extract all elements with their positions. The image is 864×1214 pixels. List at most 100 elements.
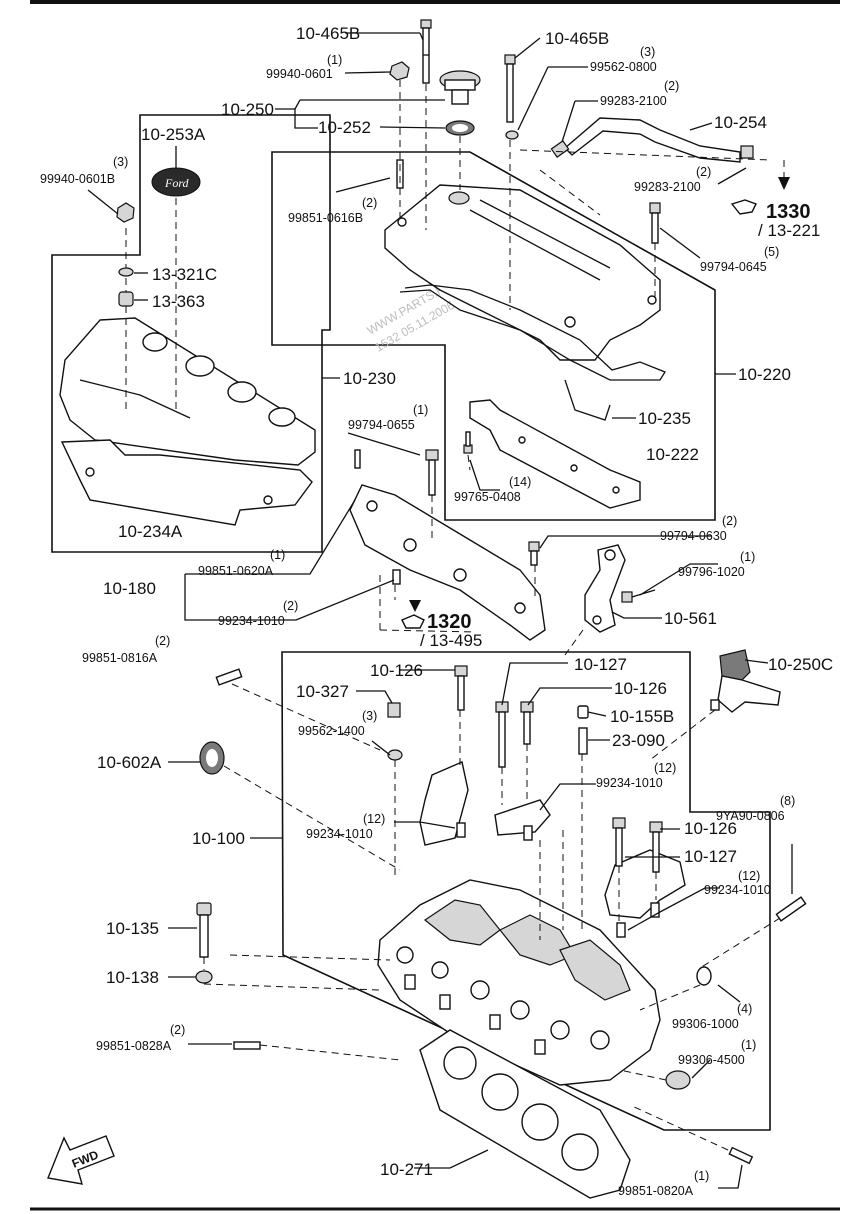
bolt-99796-1020 [621,589,656,603]
label-10-135: 10-135 [106,919,159,938]
nut-99940-0601B [116,202,135,223]
label-10-465B-right: 10-465B [545,29,609,48]
hose-clamp-99283-2100-right [740,145,754,159]
head-cover-gasket-10-235 [399,284,666,381]
cylinder-head-gasket-10-271 [419,1029,631,1199]
label-99851-0616B: 99851-0616B [288,211,363,225]
qty-99794-0655: (1) [413,403,428,417]
bolt-10-465B-right [504,54,516,123]
label-99765-0408: 99765-0408 [454,490,521,504]
label-10-230: 10-230 [343,369,396,388]
assembly-dashed-lines [125,80,781,1151]
label-10-250C: 10-250C [768,655,833,674]
label-10-100: 10-100 [192,829,245,848]
engine-cover-10-230 [59,317,316,466]
oil-seal-10-602A [199,741,225,775]
dowel-99234-1010-180 [392,569,401,585]
qty-99562-0800: (3) [640,45,655,59]
qty-99234-1010-cap-right: (12) [738,869,760,883]
grommet-13-321C [118,267,134,277]
baffle-plate-10-222 [469,399,641,509]
qty-99234-1010-cap-mid: (12) [654,761,676,775]
stud-99851-0828A [233,1041,261,1050]
bracket-10-250C [710,649,781,713]
label-99234-1010-cap-left: 99234-1010 [306,827,373,841]
stud-99851-0816A [215,668,243,686]
label-99234-1010-cap-mid: 99234-1010 [596,776,663,790]
label-99306-1000: 99306-1000 [672,1017,739,1031]
label-10-126-right: 10-126 [684,819,737,838]
plug-10-155B [577,705,589,719]
label-10-234A: 10-234A [118,522,183,541]
pcv-hose-10-254 [563,117,741,163]
label-13-363: 13-363 [152,292,205,311]
label-10-235: 10-235 [638,409,691,428]
label-13-221: / 13-221 [758,221,820,240]
ford-emblem-text: Ford [164,176,190,190]
qty-99794-0630: (2) [722,514,737,528]
qty-99851-0820A: (1) [694,1169,709,1183]
cylinder-head-10-100 [377,879,661,1086]
label-10-561: 10-561 [664,609,717,628]
label-1320: 1320 [427,611,472,633]
label-10-222: 10-222 [646,445,699,464]
bolt-10-126-top [454,665,468,711]
label-99851-0816A: 99851-0816A [82,651,158,665]
reference-arrow-1320 [401,600,425,629]
plug-99306-4500 [665,1070,691,1090]
label-13-321C: 13-321C [152,265,217,284]
label-13-495: / 13-495 [420,631,482,650]
label-99794-0655: 99794-0655 [348,418,415,432]
bolt-10-126-mid [520,701,534,745]
label-99851-0620A: 99851-0620A [198,564,274,578]
qty-99283-2100-top: (2) [664,79,679,93]
label-99562-1400: 99562-1400 [298,724,365,738]
qty-99234-1010-cap-left: (12) [363,812,385,826]
washer-10-138 [195,970,213,984]
washer-99562-1400 [387,749,403,761]
gasket-10-252-hole [452,124,468,132]
head-cover-gasket-10-235-lower [564,379,611,421]
exhaust-manifold-heat-insulator-10-180 [349,484,546,641]
washer-99562-0800 [505,130,519,140]
label-10-465B-left: 10-465B [296,24,360,43]
label-99283-2100-right: 99283-2100 [634,180,701,194]
cylinder-head-cover-10-220 [384,184,661,361]
label-10-138: 10-138 [106,968,159,987]
qty-9YA90-0806: (8) [780,794,795,808]
qty-99851-0816A: (2) [155,634,170,648]
label-10-180: 10-180 [103,579,156,598]
bolt-10-465B-left [420,19,432,84]
qty-99796-1020: (1) [740,550,755,564]
qty-99851-0620A: (1) [270,548,285,562]
dowel-99234-1010-mid [523,825,533,841]
qty-99765-0408: (14) [509,475,531,489]
label-99283-2100-top: 99283-2100 [600,94,667,108]
label-10-327: 10-327 [296,682,349,701]
label-10-155B: 10-155B [610,707,674,726]
bolt-10-127-right [612,817,626,867]
label-99306-4500: 99306-4500 [678,1053,745,1067]
qty-99940-0601: (1) [327,53,342,67]
reference-arrow-1330 [730,160,790,215]
label-10-253A: 10-253A [141,125,206,144]
qty-99794-0645: (5) [764,245,779,259]
bolt-99794-0645 [649,202,661,244]
bolt-99765-0408 [463,431,473,454]
engine-hanger-10-561 [584,544,626,633]
dowel-99234-1010-right-b [616,922,626,938]
label-10-126-top: 10-126 [370,661,423,680]
label-10-127-top: 10-127 [574,655,627,674]
label-9YA90-0806: 9YA90-0806 [716,809,785,823]
dowel-99234-1010-right-a [650,902,660,918]
qty-99851-0616B: (2) [362,196,377,210]
label-10-254: 10-254 [714,113,767,132]
qty-99851-0828A: (2) [170,1023,185,1037]
label-10-127-right: 10-127 [684,847,737,866]
qty-99562-1400: (3) [362,709,377,723]
leader-lines [87,32,793,1189]
bolt-99794-0655 [425,449,439,496]
qty-99234-1010-180: (2) [283,599,298,613]
camshaft-cap-mid [494,799,551,836]
